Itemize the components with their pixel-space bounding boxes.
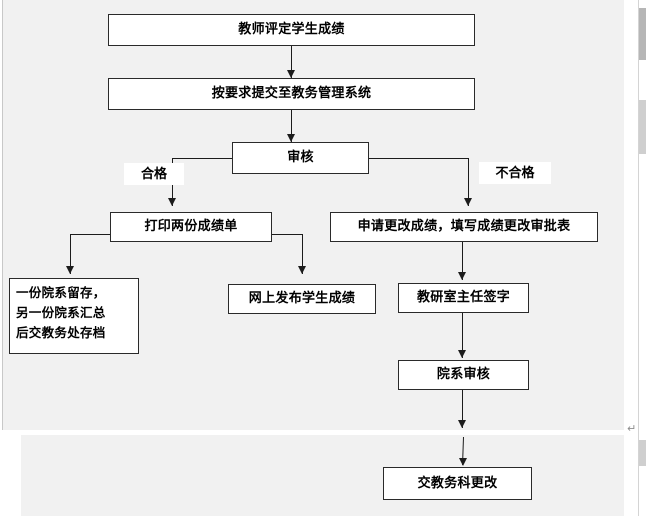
arrowhead-n4-n6 xyxy=(66,266,74,274)
arrowhead-n2-n3 xyxy=(287,134,295,142)
edge-label-text: 不合格 xyxy=(495,165,535,181)
connector-n1-n2 xyxy=(291,46,292,78)
paragraph-mark-icon: ↵ xyxy=(627,422,637,435)
node-label: 申请更改成绩，填写成绩更改审批表 xyxy=(357,219,571,234)
node-submit-to-academic-section[interactable]: 交教务科更改 xyxy=(383,467,532,500)
node-print-two-transcripts[interactable]: 打印两份成绩单 xyxy=(110,212,272,242)
connector-n9-n10-upper xyxy=(462,390,463,428)
page-break-gap xyxy=(0,430,638,435)
connector-review-fail-horizontal xyxy=(368,158,469,159)
node-label: 按要求提交至教务管理系统 xyxy=(211,86,372,101)
node-label: 教师评定学生成绩 xyxy=(238,22,345,37)
arrowhead-review-fail xyxy=(464,198,472,206)
node-label: 教研室主任签字 xyxy=(416,290,511,305)
arrowhead-n4-n7 xyxy=(298,266,306,274)
node-label: 院系审核 xyxy=(436,367,491,382)
connector-n8-n9 xyxy=(462,313,463,358)
node-department-review[interactable]: 院系审核 xyxy=(398,360,529,390)
node-label: 网上发布学生成绩 xyxy=(248,291,356,306)
vertical-scrollbar[interactable] xyxy=(638,0,646,516)
connector-n4-n7-vertical xyxy=(302,234,303,274)
arrowhead-n9-n10 xyxy=(459,458,467,466)
arrowhead-review-pass xyxy=(168,198,176,206)
node-publish-grades-online[interactable]: 网上发布学生成绩 xyxy=(228,284,376,314)
connector-n4-n7-horizontal xyxy=(271,234,303,235)
node-label: 打印两份成绩单 xyxy=(144,219,238,234)
arrowhead-n5-n8 xyxy=(458,272,466,280)
edge-label-text: 合格 xyxy=(140,166,167,182)
edge-label-pass: 合格 xyxy=(124,163,184,185)
scrollbar-lower-mark[interactable] xyxy=(639,440,646,466)
node-label-line-1: 一份院系留存， xyxy=(16,285,106,300)
edge-label-fail: 不合格 xyxy=(479,162,551,184)
node-label-line-2: 另一份院系汇总 xyxy=(16,305,106,320)
node-label: 审核 xyxy=(287,150,314,165)
node-teacher-evaluates-grades[interactable]: 教师评定学生成绩 xyxy=(108,14,475,46)
connector-n4-n6-horizontal xyxy=(70,234,111,235)
scrollbar-secondary-mark[interactable] xyxy=(639,100,646,154)
connector-n4-n6-vertical xyxy=(70,234,71,274)
node-submit-to-academic-system[interactable]: 按要求提交至教务管理系统 xyxy=(108,78,475,110)
document-page-two xyxy=(21,435,624,516)
scrollbar-thumb[interactable] xyxy=(639,8,646,60)
arrowhead-n1-n2 xyxy=(287,70,295,78)
node-review[interactable]: 审核 xyxy=(232,142,369,174)
node-one-copy-kept-by-department[interactable]: 一份院系留存， 另一份院系汇总 后交教务处存档 xyxy=(9,278,139,354)
connector-review-fail-vertical xyxy=(468,158,469,206)
arrowhead-n9-pagebreak xyxy=(458,420,466,428)
node-label: 交教务科更改 xyxy=(417,475,498,491)
node-label-line-3: 后交教务处存档 xyxy=(16,325,106,340)
node-apply-grade-change-form[interactable]: 申请更改成绩，填写成绩更改审批表 xyxy=(330,212,598,242)
connector-n5-n8 xyxy=(462,242,463,280)
connector-n2-n3 xyxy=(291,110,292,142)
page-left-margin xyxy=(0,0,3,430)
node-office-director-signature[interactable]: 教研室主任签字 xyxy=(398,283,529,313)
page-right-margin xyxy=(624,0,638,516)
arrowhead-n8-n9 xyxy=(458,350,466,358)
connector-review-pass-horizontal xyxy=(172,158,233,159)
